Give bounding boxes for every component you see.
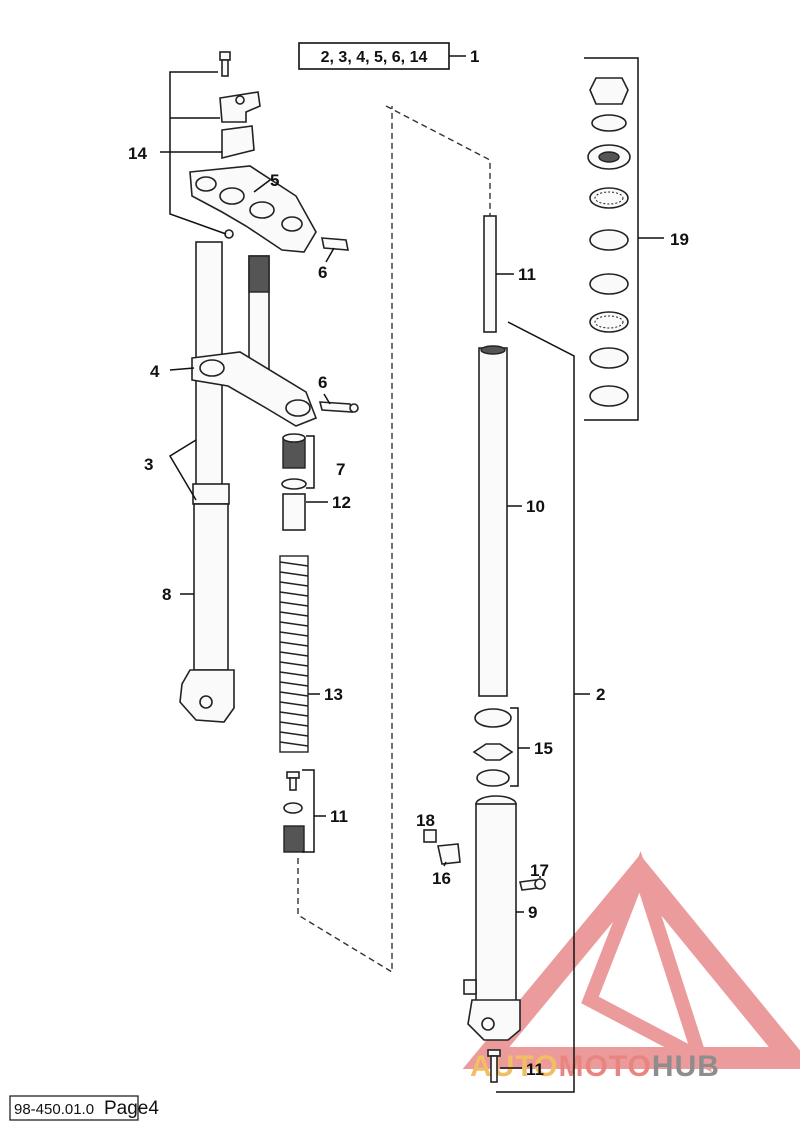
damper-valve <box>283 825 305 853</box>
callout-6-lower: 6 <box>318 373 327 392</box>
clamp-nut <box>224 229 234 239</box>
callout-5: 5 <box>270 171 279 190</box>
watermark-hub: HUB <box>652 1050 720 1083</box>
assembly-dashed-outline <box>297 105 491 974</box>
callout-7: 7 <box>336 460 345 479</box>
outer-fork-slider <box>463 795 521 1041</box>
callout-12: 12 <box>332 493 351 512</box>
damper-rod <box>483 215 497 333</box>
handlebar-clamp-lower <box>221 125 255 160</box>
pinch-bolt-upper <box>321 237 349 251</box>
callout-14: 14 <box>128 144 147 163</box>
watermark-logo: AUTOMOTOHUB <box>462 851 800 1083</box>
footer: 98-450.01.0 Page4 <box>9 1095 159 1121</box>
bottom-bolt <box>487 1049 501 1083</box>
header-callout-items: 2, 3, 4, 5, 6, 14 <box>321 49 428 66</box>
watermark-auto: AUTO <box>470 1050 558 1083</box>
callout-6-upper: 6 <box>318 263 327 282</box>
damper-washer <box>283 802 303 814</box>
callout-2: 2 <box>596 685 605 704</box>
inner-fork-tube <box>478 345 508 697</box>
footer-page-label: Page4 <box>104 1098 159 1119</box>
fork-spring <box>279 555 309 753</box>
header-callout-ref: 1 <box>470 47 479 66</box>
callout-10: 10 <box>526 497 545 516</box>
top-bolt <box>219 51 231 77</box>
callout-13: 13 <box>324 685 343 704</box>
callout-8: 8 <box>162 585 171 604</box>
seal-set <box>472 708 514 787</box>
callout-19: 19 <box>670 230 689 249</box>
axle-clamp <box>437 843 461 865</box>
o-ring <box>281 478 307 490</box>
svg-text:AUTOMOTOHUB: AUTOMOTOHUB <box>470 1050 720 1083</box>
callout-9: 9 <box>528 903 537 922</box>
fork-cap-with-spring <box>282 433 306 469</box>
damper-bolt <box>286 771 300 791</box>
footer-doc-code: 98-450.01.0 <box>14 1101 94 1118</box>
watermark-moto: MOTO <box>558 1050 651 1083</box>
spacer-tube <box>282 493 306 531</box>
callout-11-left: 11 <box>330 807 348 826</box>
upper-triple-clamp <box>189 165 317 253</box>
steering-stem <box>248 255 270 381</box>
callout-17: 17 <box>530 861 549 880</box>
callout-3: 3 <box>144 455 153 474</box>
lower-triple-clamp <box>191 351 318 427</box>
callout-4: 4 <box>150 362 160 381</box>
header-callout: 2, 3, 4, 5, 6, 14 1 <box>298 42 479 70</box>
pinch-bolt-lower <box>318 401 359 413</box>
slider-bolt <box>519 878 546 891</box>
axle-clamp-nut <box>423 829 437 843</box>
fork-slider-left <box>179 483 235 723</box>
callout-11-bottom: 11 <box>526 1060 544 1079</box>
callout-18: 18 <box>416 811 435 830</box>
callout-11-rod: 11 <box>518 265 536 284</box>
steering-bearing-stack <box>587 77 631 407</box>
callout-15: 15 <box>534 739 553 758</box>
handlebar-clamp-upper <box>219 91 261 123</box>
leader-lines <box>160 57 664 1093</box>
callout-16: 16 <box>432 869 451 888</box>
